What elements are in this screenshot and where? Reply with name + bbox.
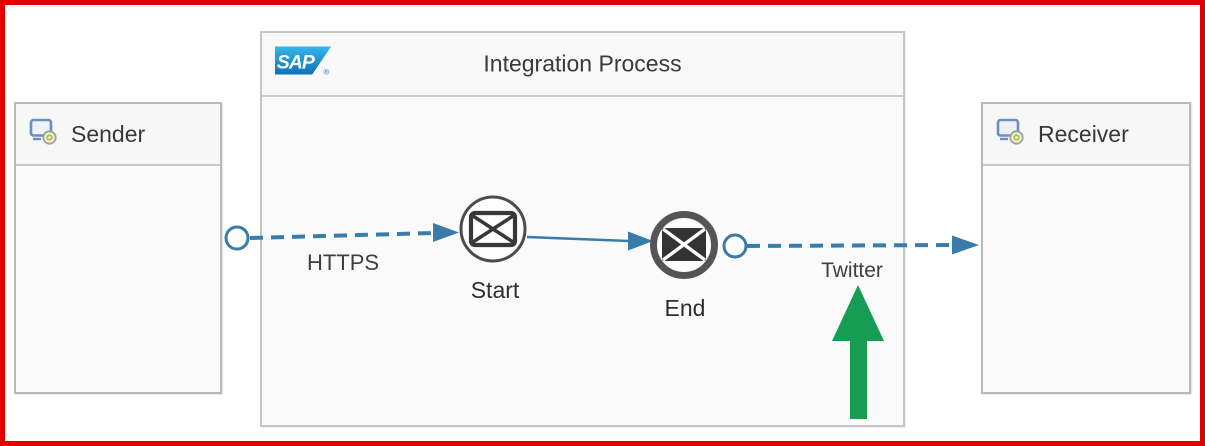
end-event-label: End [664, 295, 706, 321]
start-message-event[interactable] [459, 195, 527, 263]
arrowhead [433, 223, 459, 242]
sender-participant-box[interactable]: Sender [14, 102, 222, 394]
integration-process-box[interactable]: SAP ® Integration Process [260, 31, 905, 427]
https-channel-label: HTTPS [306, 250, 380, 275]
receiver-participant-box[interactable]: Receiver [981, 102, 1191, 394]
message-envelope-icon-filled [661, 227, 707, 262]
sap-logo: SAP ® [275, 46, 333, 82]
arrowhead [628, 231, 653, 251]
sender-label: Sender [71, 120, 146, 147]
svg-text:SAP: SAP [277, 52, 315, 73]
sequence-flow-start-to-end[interactable] [526, 231, 653, 251]
message-flow-end-to-receiver[interactable] [722, 233, 979, 259]
system-participant-icon [29, 118, 58, 150]
arrowhead [952, 235, 979, 255]
green-up-arrow-annotation [832, 285, 884, 419]
twitter-channel-label: Twitter [821, 259, 883, 282]
message-envelope-icon [468, 210, 518, 248]
message-flow-sender-to-start[interactable] [224, 223, 459, 251]
receiver-header: Receiver [983, 104, 1189, 166]
system-participant-icon [996, 118, 1025, 150]
sender-header: Sender [16, 104, 220, 166]
sender-connector-port [224, 225, 250, 251]
integration-process-header: SAP ® Integration Process [262, 33, 903, 97]
svg-text:®: ® [323, 68, 329, 77]
end-connector-port [722, 233, 748, 259]
start-event-label: Start [470, 277, 520, 303]
end-message-event[interactable] [650, 211, 718, 279]
receiver-label: Receiver [1038, 120, 1129, 147]
process-title: Integration Process [483, 50, 682, 77]
